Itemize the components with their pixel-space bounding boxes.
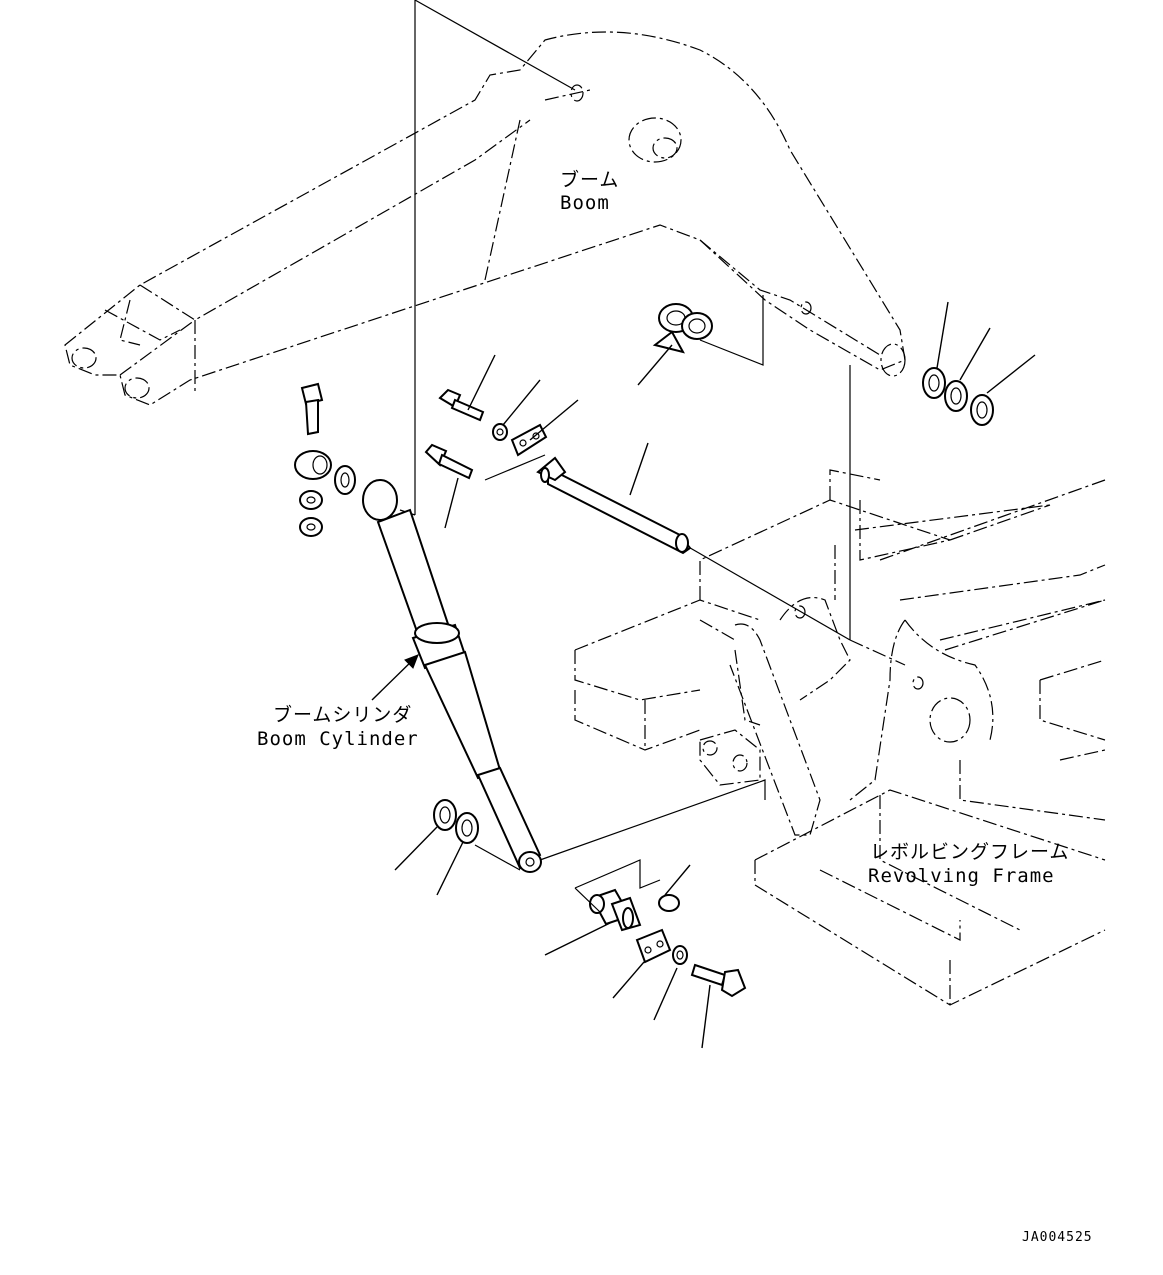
bolt-lower <box>690 963 747 998</box>
foot-shims <box>433 799 479 844</box>
lock-plate-upper <box>510 423 548 457</box>
boom-cylinder-label-jp: ブームシリンダ <box>273 704 413 726</box>
washer-left <box>334 465 356 495</box>
bolt-lower-left <box>424 443 474 480</box>
lock-plate-lower <box>635 928 672 964</box>
revolving-frame-outline <box>574 469 1106 1006</box>
bushing-left <box>294 450 332 480</box>
boom-pin <box>536 456 692 555</box>
revolving-frame-label-en: Revolving Frame <box>868 865 1055 887</box>
bolt-upper <box>438 388 485 422</box>
foot-pin <box>589 888 642 932</box>
boom-cylinder <box>362 479 542 873</box>
nut-2 <box>299 517 323 537</box>
boom-cylinder-label-en: Boom Cylinder <box>257 728 419 750</box>
leader-lines <box>371 301 1036 1049</box>
grease-fitting <box>658 894 680 912</box>
washer-upper <box>492 423 508 441</box>
boom-outline <box>64 31 906 406</box>
boom-label-en: Boom <box>560 192 610 214</box>
washer-lower <box>672 945 688 965</box>
shims-top <box>652 303 713 354</box>
shims-right <box>922 367 994 426</box>
revolving-frame-label-jp: レボルビングフレーム <box>870 841 1070 863</box>
reference-code: JA004525 <box>1022 1230 1093 1245</box>
nut-1 <box>299 490 323 510</box>
connection-lines <box>474 779 766 913</box>
boom-label-jp: ブーム <box>560 169 620 191</box>
reference-lines <box>399 0 851 641</box>
grease-bolt <box>300 382 324 436</box>
